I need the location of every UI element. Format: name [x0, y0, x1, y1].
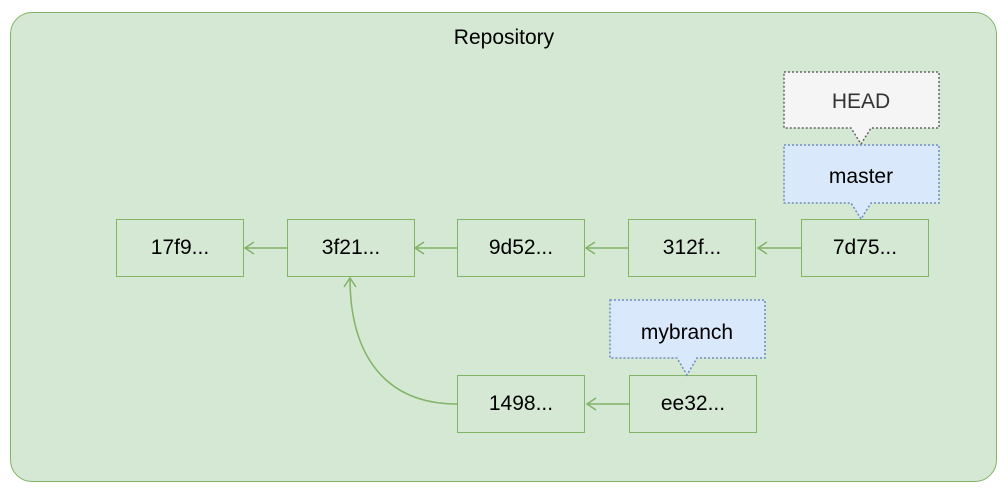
- repository-title: Repository: [453, 26, 555, 49]
- commit-node-c7[interactable]: ee32...: [629, 375, 757, 433]
- commit-node-c1[interactable]: 17f9...: [116, 219, 244, 277]
- commit-node-c5[interactable]: 7d75...: [801, 219, 929, 277]
- commit-node-c3[interactable]: 9d52...: [457, 219, 585, 277]
- commit-node-c4[interactable]: 312f...: [628, 219, 756, 277]
- commit-node-c2[interactable]: 3f21...: [287, 219, 415, 277]
- commit-node-c6[interactable]: 1498...: [457, 375, 585, 433]
